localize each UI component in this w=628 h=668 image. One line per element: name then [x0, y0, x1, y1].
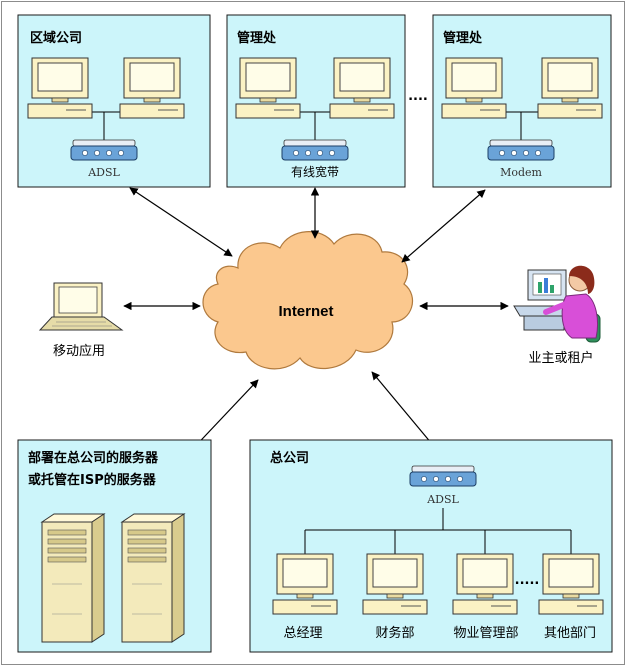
computer-icon	[452, 553, 518, 615]
computer-icon	[235, 57, 301, 119]
modem-icon	[487, 139, 555, 161]
mgmt-office-1-title: 管理处	[237, 30, 277, 46]
adsl-modem-icon	[70, 139, 138, 161]
computer-icon	[329, 57, 395, 119]
laptop-icon	[38, 282, 124, 331]
servers-box: 部署在总公司的服务器 或托管在ISP的服务器	[17, 439, 212, 653]
mgmt-office-2-device-label: Modem	[500, 166, 542, 179]
computer-icon	[119, 57, 185, 119]
servers-title-line1: 部署在总公司的服务器	[28, 450, 159, 466]
mgmt-office-2-title: 管理处	[443, 30, 483, 46]
connection-arrows	[123, 187, 509, 457]
internet-cloud: Internet	[202, 231, 414, 370]
headquarters-ellipsis: .....	[515, 573, 540, 588]
regional-company-device-label: ADSL	[87, 166, 120, 179]
mgmt-office-1-box: 管理处 有线宽带	[226, 14, 406, 188]
cable-modem-icon	[281, 139, 349, 161]
adsl-modem-icon	[409, 465, 477, 487]
headquarters-box: 总公司 ADSL ..... 总经理 财务部 物业管理部 其他部门	[249, 439, 613, 653]
department-label: 其他部门	[544, 626, 596, 641]
cloud-icon	[202, 231, 414, 370]
tenant: 业主或租户	[513, 265, 601, 366]
arrow-regional-internet	[129, 187, 233, 257]
headquarters-title: 总公司	[270, 450, 309, 466]
computer-icon	[537, 57, 603, 119]
department-label: 总经理	[283, 626, 322, 641]
arrow-office2-internet	[401, 189, 486, 263]
regional-company-title: 区域公司	[30, 30, 82, 46]
mgmt-office-2-box: 管理处 Modem	[432, 14, 612, 188]
department-label: 财务部	[375, 625, 414, 641]
headquarters-device-label: ADSL	[426, 493, 459, 506]
computer-icon	[362, 553, 428, 615]
computer-icon	[441, 57, 507, 119]
servers-title-line2: 或托管在ISP的服务器	[28, 472, 157, 488]
server-icon	[121, 513, 185, 643]
computer-icon	[272, 553, 338, 615]
computer-icon	[538, 553, 604, 615]
internet-label: Internet	[278, 303, 333, 320]
server-icon	[41, 513, 105, 643]
mgmt-office-1-device-label: 有线宽带	[291, 164, 339, 179]
computer-icon	[27, 57, 93, 119]
person-at-computer-icon	[513, 265, 601, 343]
headquarters-links	[304, 508, 572, 554]
top-ellipsis: ....	[408, 89, 428, 104]
regional-company-box: 区域公司 ADSL	[17, 14, 211, 188]
mobile-app: 移动应用	[38, 282, 124, 359]
department-label: 物业管理部	[453, 626, 518, 641]
tenant-label: 业主或租户	[528, 350, 593, 366]
mobile-app-label: 移动应用	[53, 343, 105, 359]
